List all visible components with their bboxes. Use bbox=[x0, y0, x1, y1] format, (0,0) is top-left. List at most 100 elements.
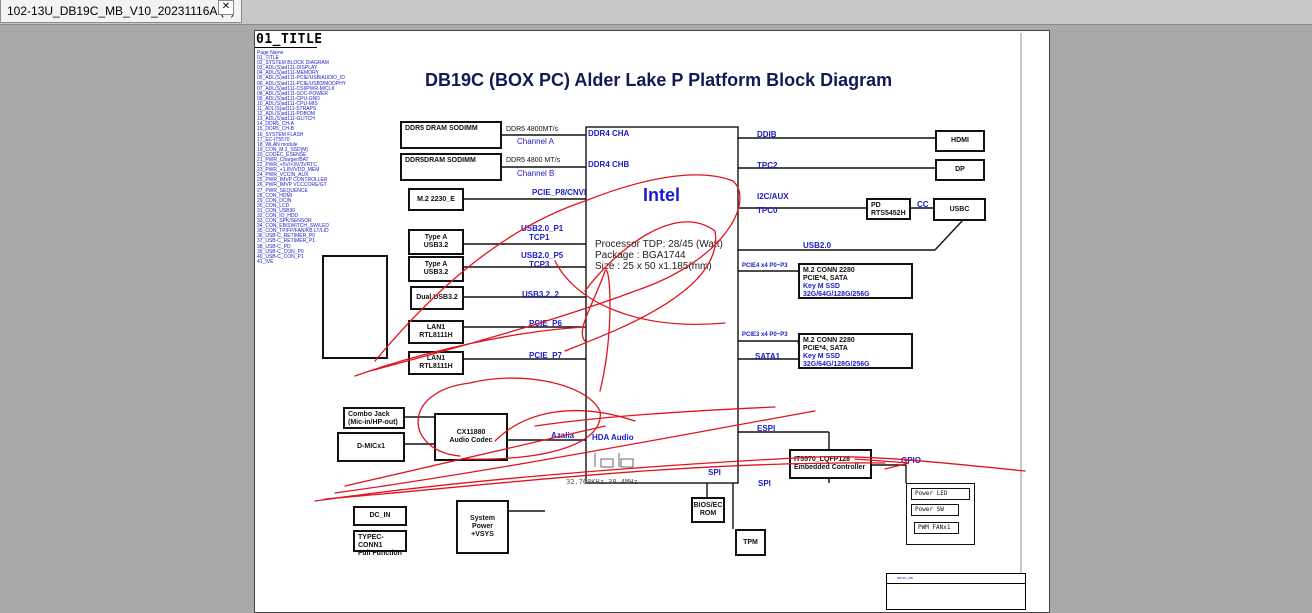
dc-in-label: DC_IN bbox=[369, 512, 391, 519]
page-index-item[interactable]: 05_ADL(S)ad111-PCIE/USB/AUDIO_ID bbox=[257, 75, 345, 82]
page-index-item[interactable]: 02_SYSTEM BLOCK DIAGRAM bbox=[257, 60, 329, 67]
page-index-item[interactable]: 31_CON_USB30 bbox=[257, 207, 296, 214]
type-a-usb-2-line1: Type A bbox=[424, 261, 448, 268]
sig-tcp3: TCP3 bbox=[529, 260, 550, 269]
ddr5-sodimm-a-label: DDR5 DRAM SODIMM bbox=[405, 125, 478, 132]
document-tab[interactable]: 102-13U_DB19C_MB_V10_20231116A (2) bbox=[0, 0, 242, 23]
page-index-item[interactable]: 10_ADL(S)ad111-CPU-MIS bbox=[257, 100, 318, 107]
page-index-item[interactable]: 09_ADL(S)ad111-CPU-GND bbox=[257, 95, 320, 102]
sig-pcie-p6: PCIE_P6 bbox=[529, 319, 562, 328]
sig-tpc2: TPC2 bbox=[757, 161, 778, 170]
dmic-block[interactable]: D-MICx1 bbox=[337, 432, 405, 462]
dc-in-block[interactable]: DC_IN bbox=[353, 506, 407, 526]
page-index-item[interactable]: 14_DDR5_CH-A bbox=[257, 121, 294, 128]
page-index-item[interactable]: 28_CON_HDMI bbox=[257, 192, 293, 199]
type-a-usb-1-line1: Type A bbox=[424, 234, 448, 241]
m2-2230-block[interactable]: M.2 2230_E bbox=[408, 188, 464, 211]
page-index-item[interactable]: 16_SYSTEM FLASH bbox=[257, 131, 304, 138]
page-index-item[interactable]: 04_ADL(S)ad111-MEMORY bbox=[257, 70, 319, 77]
page-index-item[interactable]: 01_TITLE bbox=[257, 55, 279, 62]
hdmi-block[interactable]: HDMI bbox=[935, 130, 985, 152]
page-index-item[interactable]: 37_USB-C_RETIMER_P1 bbox=[257, 238, 316, 245]
sig-ddr5-a: DDR5 4800MT/s bbox=[506, 126, 559, 133]
page-title: 01_TITLE bbox=[256, 32, 323, 47]
type-a-usb-1-line2: USB3.2 bbox=[423, 242, 449, 249]
ddr5-sodimm-a-block[interactable]: DDR5 DRAM SODIMM bbox=[400, 121, 502, 149]
m2-2230-label: M.2 2230_E bbox=[417, 195, 455, 203]
lan1-line2: RTL8111H bbox=[419, 332, 453, 339]
page-index-item[interactable]: 21_PWR_Charger/BAT bbox=[257, 156, 309, 163]
bios-rom-line1: BIOS/EC bbox=[693, 502, 723, 509]
page-index-item[interactable]: 38_USB-C_PD bbox=[257, 243, 291, 250]
page-index-item[interactable]: 13_ADL(S)ad111-GLITCH bbox=[257, 116, 315, 123]
page-index-item[interactable]: 11_ADL(S)ad111-STRAPS bbox=[257, 106, 317, 113]
page-index-item[interactable]: 18_WLAN module bbox=[257, 141, 298, 148]
tpm-block[interactable]: TPM bbox=[735, 529, 766, 556]
page-index-item[interactable]: Page Name bbox=[257, 50, 284, 56]
port-ddr4-cha: DDR4 CHA bbox=[588, 129, 630, 138]
sig-espi: ESPI bbox=[757, 424, 776, 433]
sig-tcp1: TCP1 bbox=[529, 233, 550, 242]
page-index-item[interactable]: 26_PWR_IMVP VCCCORE/GT bbox=[257, 182, 327, 189]
sig-i2c-aux: I2C/AUX bbox=[757, 192, 789, 201]
close-icon[interactable]: ✕ bbox=[218, 0, 234, 15]
type-a-usb-2-line2: USB3.2 bbox=[423, 269, 449, 276]
document-tab-bar: 102-13U_DB19C_MB_V10_20231116A (2) ✕ bbox=[0, 0, 1312, 25]
page-index-item[interactable]: 12_ADL(S)ad111-PDBOM bbox=[257, 111, 315, 118]
dual-usb-block[interactable]: Dual USB3.2 bbox=[410, 286, 464, 310]
cpu-intel-label: Intel bbox=[643, 185, 681, 205]
dp-block[interactable]: DP bbox=[935, 159, 985, 181]
usbc-block[interactable]: USBC bbox=[933, 198, 986, 221]
page-index-item[interactable]: 03_ADL(S)ad111-DISPLAY bbox=[257, 65, 318, 72]
system-power-block[interactable]: System Power+VSYS bbox=[456, 500, 509, 554]
page-index-item[interactable]: 41_IVE bbox=[257, 258, 274, 265]
sig-spi-tpm: SPI bbox=[758, 479, 771, 488]
ddr5-sodimm-b-label: DDR5DRAM SODIMM bbox=[405, 157, 476, 164]
page-index-item[interactable]: 29_CON_DCIN bbox=[257, 197, 292, 204]
page-index-item[interactable]: 08_ADL(S)ad111-SOC-POWER bbox=[257, 90, 328, 97]
page-index-item[interactable]: 35_CON_TP/FP/FAN/KB LT/LID bbox=[257, 228, 329, 235]
page-index-item[interactable]: 19_CON_M.2_SSD(M) bbox=[257, 146, 309, 153]
page-index-item[interactable]: 36_USB-C_RETIMER_P0 bbox=[257, 233, 316, 240]
m2-ssd-2-line3: Key M SSD 32G/64G/128G/256G bbox=[803, 353, 870, 368]
page-index-item[interactable]: 23_PWR_+1.8V/VDD_MEM bbox=[257, 167, 320, 174]
page-index-item[interactable]: 27_PWR_SEQUENCE bbox=[257, 187, 308, 194]
system-power-line1: System Power bbox=[470, 515, 495, 530]
typec-conn-line2: Full Function bbox=[358, 550, 402, 557]
page-index-item[interactable]: 39_USB-C_CON_P0 bbox=[257, 248, 304, 255]
page-index-item[interactable]: 30_CON_LCD bbox=[257, 202, 290, 209]
page-index-item[interactable]: 15_DDR5_CH-B bbox=[257, 126, 294, 133]
page-index-item[interactable]: 32_CON_IO_HDD bbox=[257, 213, 299, 219]
sig-azalia: Azalia bbox=[551, 431, 575, 440]
diagram-title: DB19C (BOX PC) Alder Lake P Platform Blo… bbox=[425, 70, 893, 90]
page-index-item[interactable]: 24_PWR_VCCIN_AUX bbox=[257, 172, 309, 179]
gpio-peripherals-block[interactable]: Power LED Power SW PWM FANx1 bbox=[906, 483, 975, 545]
page-index-item[interactable]: 22_PWR_+5V/+3V/3VRTC bbox=[257, 162, 317, 169]
page-index-item[interactable]: 17_EC-IT5570 bbox=[257, 136, 290, 143]
lan2-line2: RTL8111H bbox=[419, 363, 453, 370]
ddr5-sodimm-b-block[interactable]: DDR5DRAM SODIMM bbox=[400, 153, 502, 181]
page-index-item[interactable]: 06_ADL(S)ad111-PCIE/USB3/MODPHY bbox=[257, 80, 347, 87]
page-index-item[interactable]: 20_CODEC_ESENSE bbox=[257, 151, 307, 158]
page-index-item[interactable]: 33_CON_SPK/SENSOR bbox=[257, 218, 312, 225]
dmic-label: D-MICx1 bbox=[356, 443, 385, 450]
dual-usb-label: Dual USB3.2 bbox=[416, 294, 458, 301]
page-index-item[interactable]: 25_PWR_IMVP CONTROLLER bbox=[257, 177, 328, 184]
page-index-item[interactable]: 34_CON_EB/SWITCH_SW/LED bbox=[257, 223, 329, 230]
page-index-item[interactable]: 07_ADL(S)ad111-CSI/PWR-M/CLK bbox=[257, 85, 335, 92]
crystal-label: 32.768KHz 38.4MHz bbox=[566, 478, 638, 486]
page-index-item[interactable]: 40_USB-C_CON_P1 bbox=[257, 253, 304, 260]
combo-jack-block[interactable]: Combo Jack(Mic-in/HP-out) bbox=[343, 407, 405, 429]
title-block-text: DB19C_MB bbox=[897, 576, 913, 580]
